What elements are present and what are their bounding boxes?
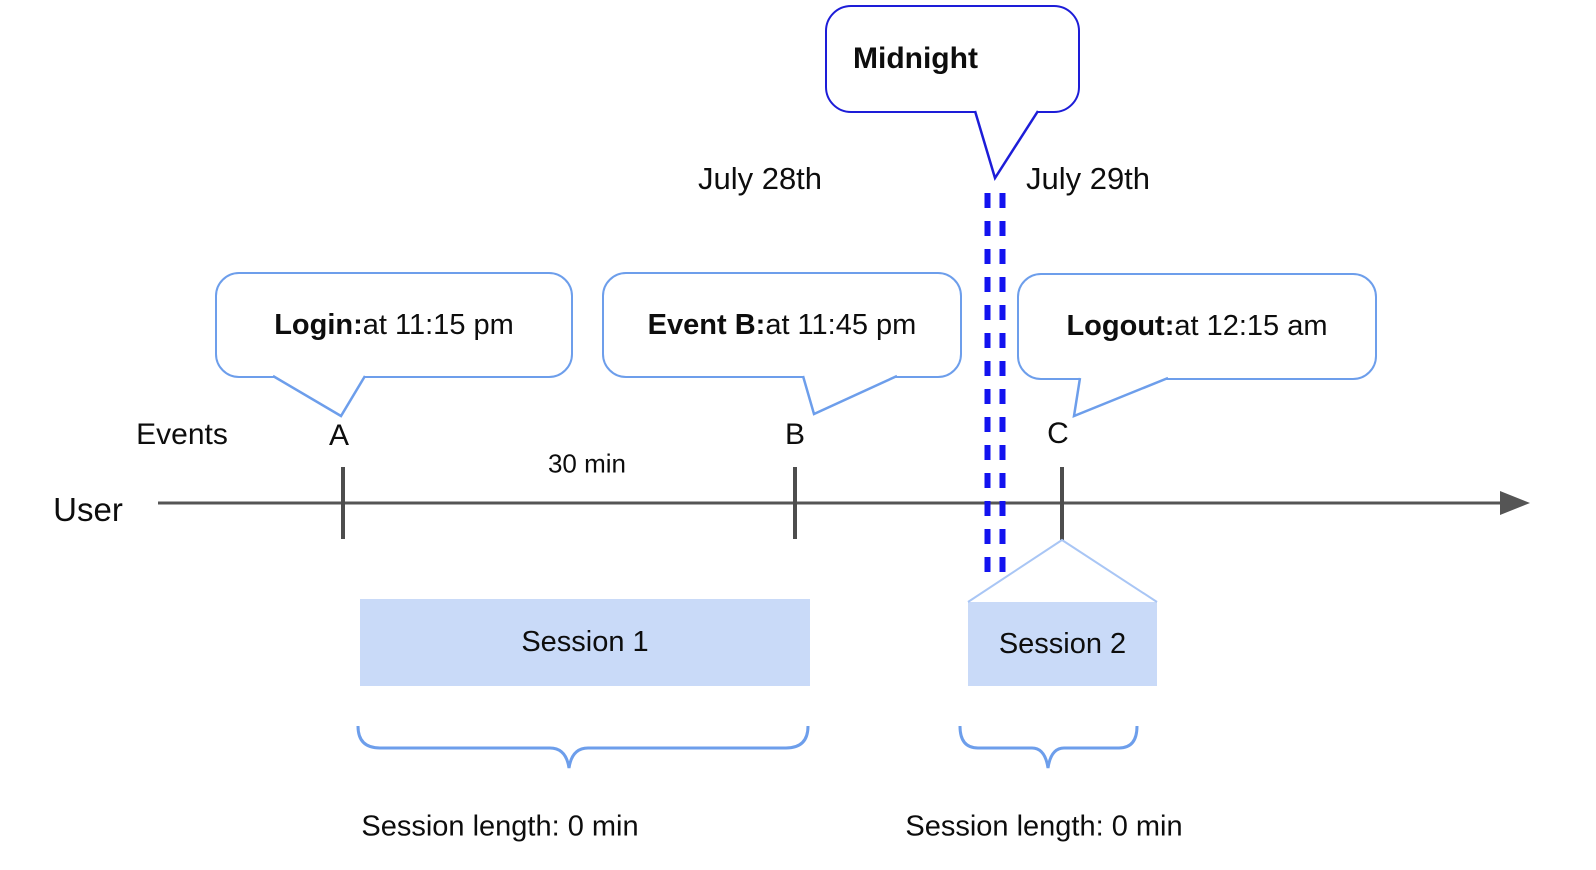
- session-1-brace: [356, 725, 810, 769]
- session-2-box: Session 2: [968, 602, 1157, 686]
- events-axis-label: Events: [136, 418, 228, 451]
- event-b-callout-tail: [803, 375, 897, 414]
- event-b-callout-time: at 11:45 pm: [765, 308, 917, 341]
- event-marker-label-c: C: [1047, 417, 1069, 450]
- timeline-arrowhead-icon: [1500, 491, 1530, 515]
- logout-callout-bubble: Logout: at 12:15 am: [1017, 273, 1377, 380]
- date-label-july-28: July 28th: [697, 161, 823, 196]
- midnight-label: Midnight: [853, 42, 978, 75]
- user-axis-label: User: [53, 491, 123, 528]
- logout-callout-title: Logout:: [1066, 310, 1175, 342]
- date-label-july-29: July 29th: [1025, 161, 1151, 196]
- session-2-brace: [958, 725, 1139, 769]
- session-2-length-label: Session length: 0 min: [905, 810, 1183, 843]
- session-1-label: Session 1: [521, 626, 649, 658]
- logout-callout-tail: [1074, 377, 1168, 416]
- logout-callout-time: at 12:15 am: [1174, 310, 1328, 342]
- session-1-length-label: Session length: 0 min: [361, 810, 639, 843]
- logout-callout-tail-outline: [1072, 376, 1169, 418]
- interval-label-30-min: 30 min: [547, 448, 627, 479]
- midnight-callout-bubble: Midnight: [825, 5, 1080, 113]
- event-b-callout-title: Event B:: [647, 308, 766, 341]
- session-2-label: Session 2: [998, 627, 1127, 660]
- login-callout-tail: [273, 375, 365, 416]
- login-callout-bubble: Login: at 11:15 pm: [215, 272, 573, 378]
- login-callout-title: Login:: [274, 308, 363, 341]
- login-callout-tail-outline: [272, 374, 367, 418]
- event-b-callout-bubble: Event B: at 11:45 pm: [602, 272, 962, 378]
- login-callout-time: at 11:15 pm: [362, 308, 514, 341]
- session-1-box: Session 1: [360, 599, 810, 686]
- event-marker-label-a: A: [328, 419, 350, 452]
- event-marker-label-b: B: [784, 418, 806, 451]
- session-2-funnel: [967, 538, 1158, 603]
- event-b-callout-tail-outline: [801, 374, 898, 416]
